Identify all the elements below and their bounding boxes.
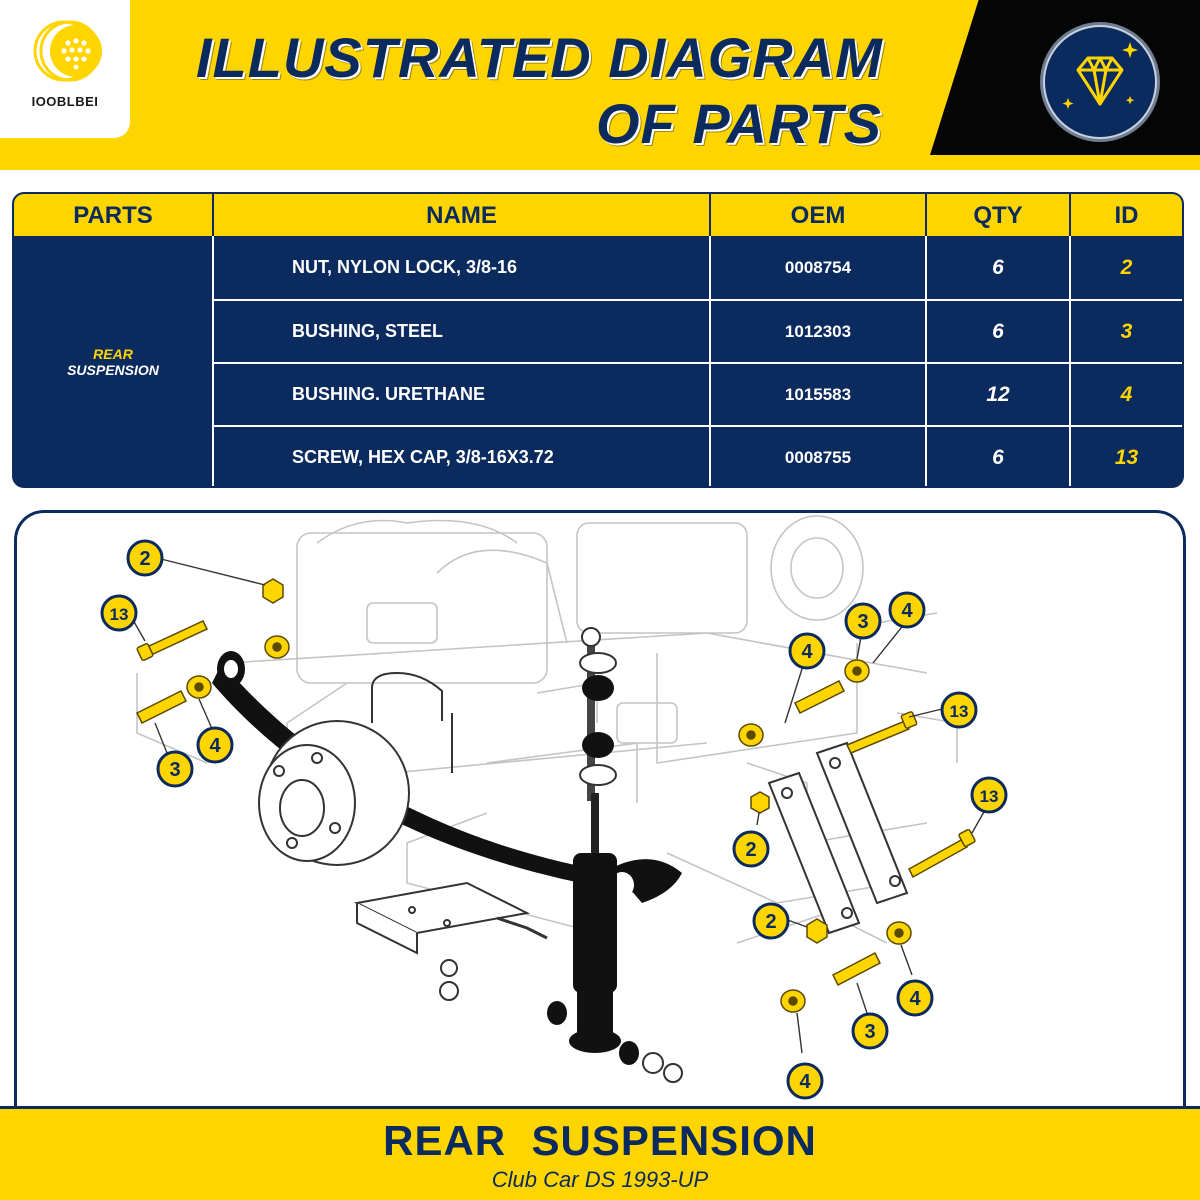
- golf-ball-logo-icon: [33, 20, 102, 82]
- column-header-qty: QTY: [927, 194, 1071, 236]
- callout-label: 13: [980, 787, 999, 806]
- row-id: 4: [1120, 382, 1133, 406]
- row-id: 2: [1120, 255, 1133, 279]
- steel-bushings: [135, 679, 881, 987]
- footer-banner: REAR SUSPENSION Club Car DS 1993-UP: [0, 1106, 1200, 1200]
- row-qty: 6: [927, 301, 1071, 362]
- urethane-bushings: [186, 635, 912, 1013]
- u-bolt: [371, 671, 453, 773]
- column-header-id: ID: [1114, 202, 1139, 229]
- parts-group-line2: SUSPENSION: [67, 362, 159, 378]
- table-row: BUSHING. URETHANE 1015583 12 4: [214, 362, 1182, 425]
- callout-13: 13: [970, 776, 1008, 814]
- table-row: NUT, NYLON LOCK, 3/8-16 0008754 6 2: [214, 236, 1182, 299]
- callout-4: 4: [786, 1062, 824, 1100]
- table-row: BUSHING, STEEL 1012303 6 3: [214, 299, 1182, 362]
- callout-13: 13: [940, 691, 978, 729]
- parts-table: PARTS NAME OEM QTY ID REAR SUSPENSION NU…: [12, 192, 1184, 488]
- callout-13: 13: [100, 594, 138, 632]
- callout-label: 4: [801, 641, 813, 663]
- row-oem: 1015583: [711, 364, 927, 425]
- shackle-plates: [767, 741, 909, 935]
- column-header-parts: PARTS: [14, 194, 214, 236]
- callout-4: 4: [888, 591, 926, 629]
- parts-group-cell: REAR SUSPENSION: [14, 236, 214, 486]
- callout-label: 13: [110, 605, 129, 624]
- row-oem: 0008755: [711, 427, 927, 486]
- row-name: BUSHING, STEEL: [214, 301, 711, 362]
- callout-label: 2: [745, 839, 756, 861]
- row-name: BUSHING. URETHANE: [214, 364, 711, 425]
- row-name: NUT, NYLON LOCK, 3/8-16: [214, 236, 711, 299]
- shock-absorber: [547, 627, 683, 1083]
- page-title-line1: ILLUSTRATED DIAGRAM: [196, 26, 883, 89]
- nylon-lock-nuts: [262, 578, 828, 944]
- row-qty: 12: [927, 364, 1071, 425]
- callout-3: 3: [156, 750, 194, 788]
- callout-label: 3: [864, 1021, 875, 1043]
- callout-4: 4: [788, 632, 826, 670]
- table-body: REAR SUSPENSION NUT, NYLON LOCK, 3/8-16 …: [14, 236, 1182, 486]
- callout-label: 2: [765, 911, 776, 933]
- brand-name: IOOBLBEI: [31, 94, 99, 109]
- table-row: SCREW, HEX CAP, 3/8-16X3.72 0008755 6 13: [214, 425, 1182, 486]
- callout-4: 4: [896, 979, 934, 1017]
- footer-title: REAR SUSPENSION: [383, 1117, 817, 1164]
- footer-subtitle: Club Car DS 1993-UP: [491, 1167, 709, 1192]
- callout-2: 2: [732, 830, 770, 868]
- callout-2: 2: [126, 539, 164, 577]
- callout-label: 4: [799, 1071, 811, 1093]
- row-id: 3: [1120, 319, 1133, 343]
- header-banner: IOOBLBEI ILLUSTRATED DIAGRAM OF PARTS: [0, 0, 1200, 170]
- row-name: SCREW, HEX CAP, 3/8-16X3.72: [214, 427, 711, 486]
- callout-3: 3: [851, 1012, 889, 1050]
- column-header-name: NAME: [214, 194, 711, 236]
- brake-drum: [258, 720, 410, 866]
- column-header-oem: OEM: [711, 194, 927, 236]
- callout-label: 3: [169, 759, 180, 781]
- table-header: PARTS NAME OEM QTY ID: [14, 194, 1182, 236]
- callout-label: 4: [901, 600, 913, 622]
- row-qty: 6: [927, 236, 1071, 299]
- row-qty: 6: [927, 427, 1071, 486]
- brand-logo: IOOBLBEI: [0, 0, 130, 138]
- callout-3: 3: [844, 602, 882, 640]
- callout-2: 2: [752, 902, 790, 940]
- callout-label: 2: [139, 548, 150, 570]
- callout-label: 3: [857, 611, 868, 633]
- spring-mount-plate: [353, 881, 548, 1001]
- callout-label: 4: [209, 735, 221, 757]
- diamond-icon: [1040, 22, 1160, 142]
- row-id: 13: [1114, 445, 1139, 469]
- page-title-line2: OF PARTS: [596, 92, 882, 155]
- callout-label: 4: [909, 988, 921, 1010]
- parts-group-line1: REAR: [93, 346, 133, 362]
- row-oem: 1012303: [711, 301, 927, 362]
- row-oem: 0008754: [711, 236, 927, 299]
- callout-4: 4: [196, 726, 234, 764]
- callout-label: 13: [950, 702, 969, 721]
